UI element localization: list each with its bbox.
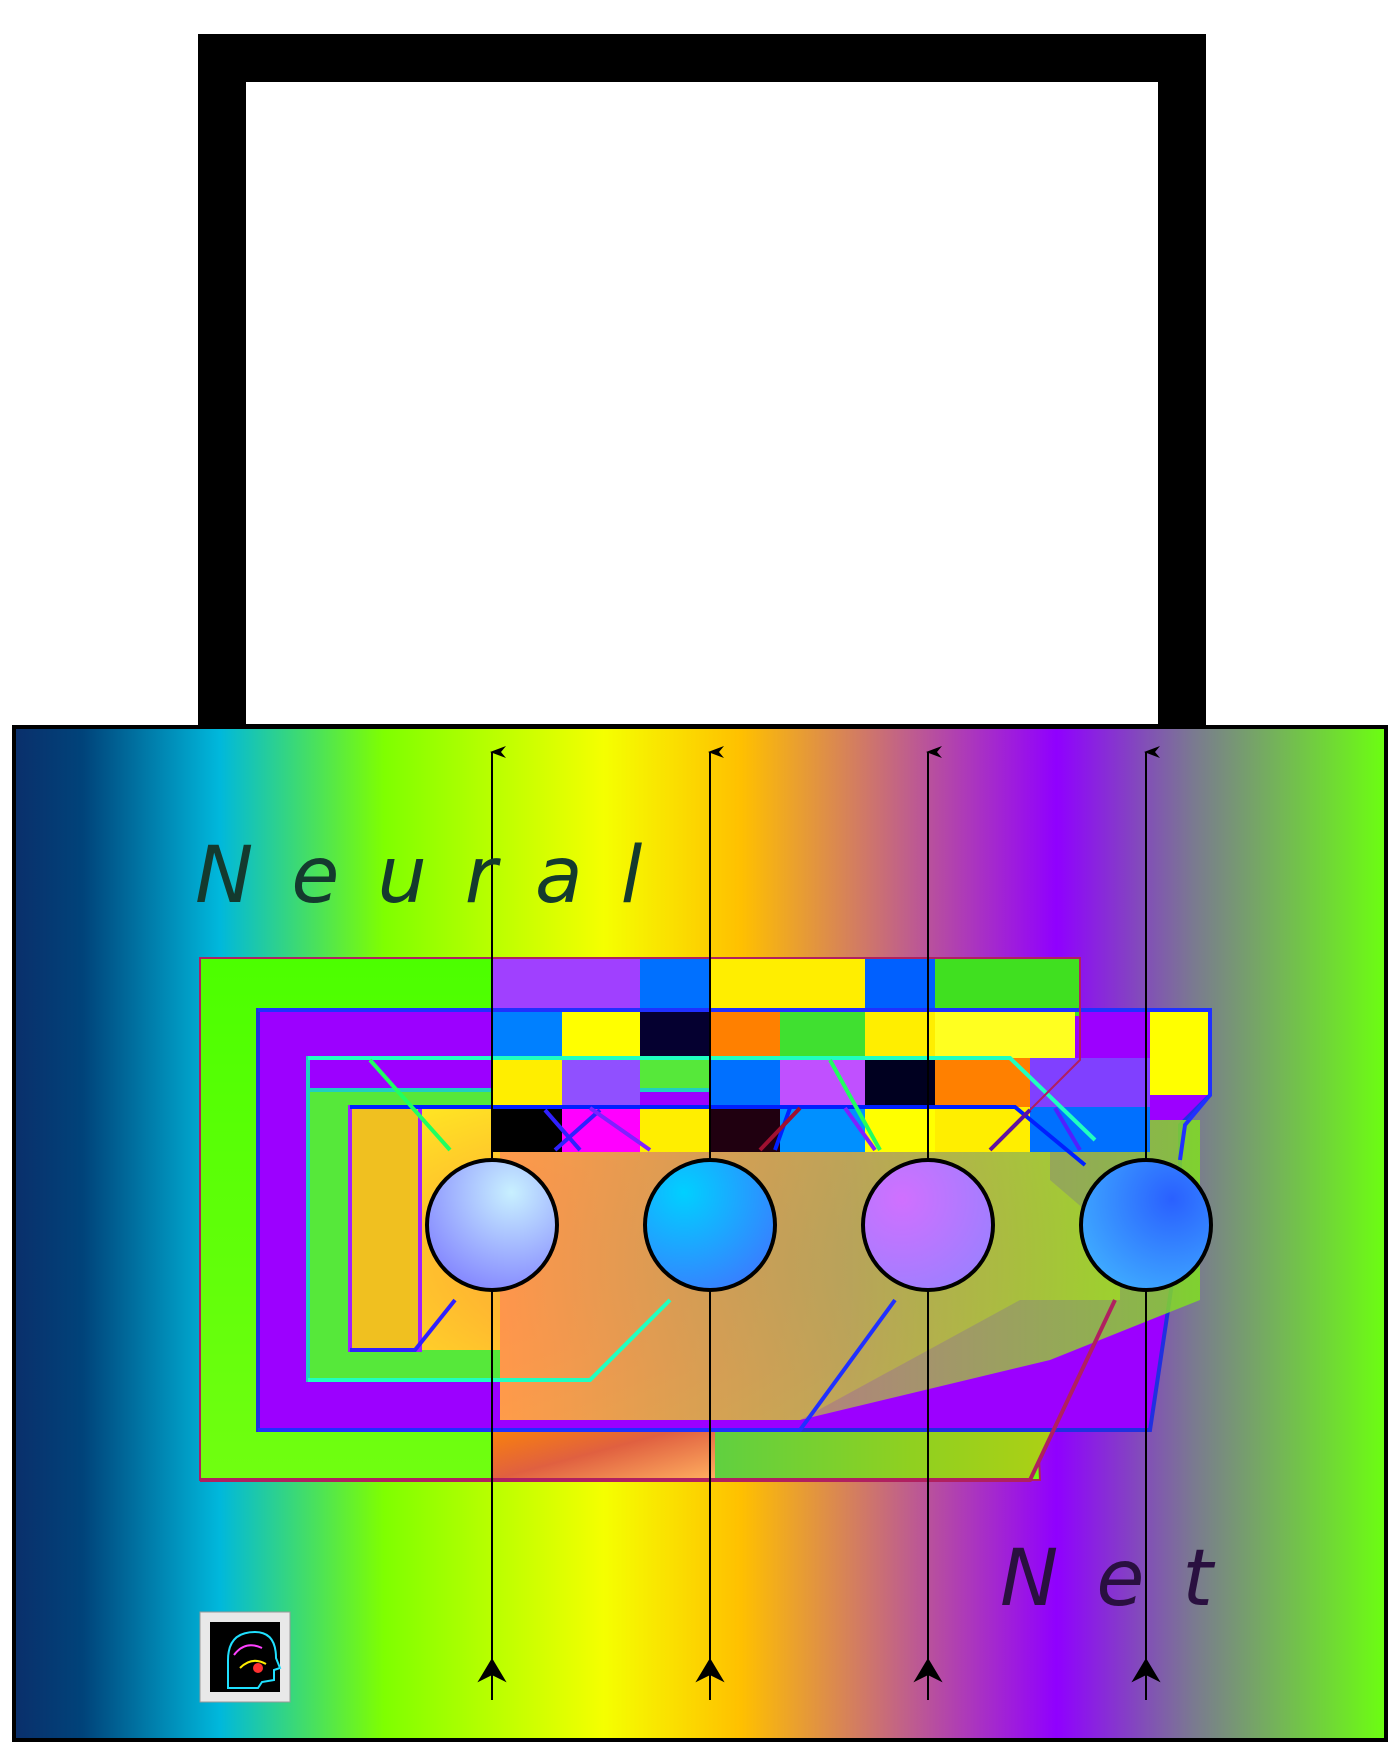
- input-arrow-3: [913, 1658, 943, 1683]
- title-word-net: Net: [1000, 1534, 1251, 1624]
- neuron-2: [643, 1158, 777, 1292]
- feedback-wires: [200, 957, 1212, 1482]
- weight-matrix: [492, 958, 1210, 1152]
- neuron-1: [425, 1158, 559, 1292]
- title-word-neural: Neural: [195, 831, 680, 921]
- neuron-4: [1079, 1158, 1213, 1292]
- brain-head-icon: [199, 1611, 291, 1703]
- input-arrow-1: [477, 1658, 507, 1683]
- input-arrow-4: [1131, 1658, 1161, 1683]
- inner-yellow-loop: [348, 1105, 422, 1352]
- neuron-3: [861, 1158, 995, 1292]
- input-arrow-2: [695, 1658, 725, 1683]
- top-frame: [198, 34, 1206, 772]
- neurons: [425, 1158, 1213, 1292]
